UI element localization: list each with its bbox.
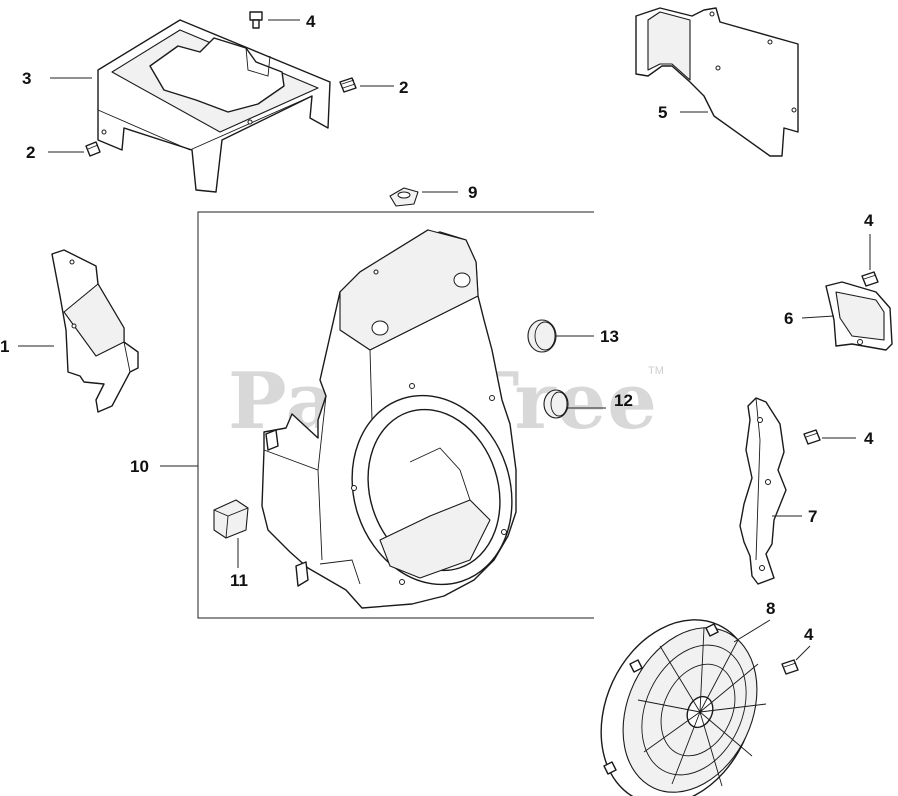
part-4-screw-mid-right[interactable] — [803, 429, 821, 445]
part-3-top-baffle[interactable] — [97, 19, 331, 193]
callout-3[interactable]: 3 — [22, 69, 31, 88]
housing-group-bracket — [197, 211, 594, 619]
part-4-screw-upper-right[interactable] — [861, 271, 879, 287]
callout-4-top[interactable]: 4 — [306, 12, 316, 31]
watermark-trademark: TM — [648, 365, 664, 377]
part-12-cap[interactable] — [543, 389, 569, 419]
part-4-screw-lower-right[interactable] — [781, 659, 799, 675]
callout-13[interactable]: 13 — [600, 327, 619, 346]
part-7-side-bracket[interactable] — [739, 397, 787, 585]
callout-12[interactable]: 12 — [614, 391, 633, 410]
callout-10[interactable]: 10 — [130, 457, 149, 476]
part-13-cap[interactable] — [527, 319, 557, 353]
callout-7[interactable]: 7 — [808, 507, 817, 526]
part-10-blower-housing[interactable] — [261, 229, 536, 609]
callout-6[interactable]: 6 — [784, 309, 793, 328]
callout-5[interactable]: 5 — [658, 103, 667, 122]
part-9-grommet[interactable] — [389, 187, 419, 207]
callout-labels: 4 3 2 2 5 9 4 6 1 13 12 4 10 7 11 8 4 — [0, 12, 874, 644]
callout-2-left[interactable]: 2 — [26, 143, 35, 162]
callout-1[interactable]: 1 — [0, 337, 9, 356]
part-4-screw-top[interactable] — [249, 11, 263, 29]
part-8-fan-grille[interactable] — [572, 595, 784, 796]
callout-8[interactable]: 8 — [766, 599, 775, 618]
callout-4-lower-right[interactable]: 4 — [804, 625, 814, 644]
part-2-screw-right[interactable] — [339, 77, 357, 93]
part-5-side-baffle[interactable] — [635, 7, 799, 157]
callout-9[interactable]: 9 — [468, 183, 477, 202]
part-2-screw-left[interactable] — [85, 141, 101, 157]
part-1-bracket[interactable] — [51, 249, 139, 413]
callout-4-upper-right[interactable]: 4 — [864, 211, 874, 230]
part-6-shield[interactable] — [825, 281, 893, 351]
callout-4-mid-right[interactable]: 4 — [864, 429, 874, 448]
callout-11[interactable]: 11 — [230, 571, 248, 590]
leader-lines — [18, 19, 871, 661]
part-11-plug[interactable] — [213, 499, 249, 539]
callout-2-right[interactable]: 2 — [399, 78, 408, 97]
